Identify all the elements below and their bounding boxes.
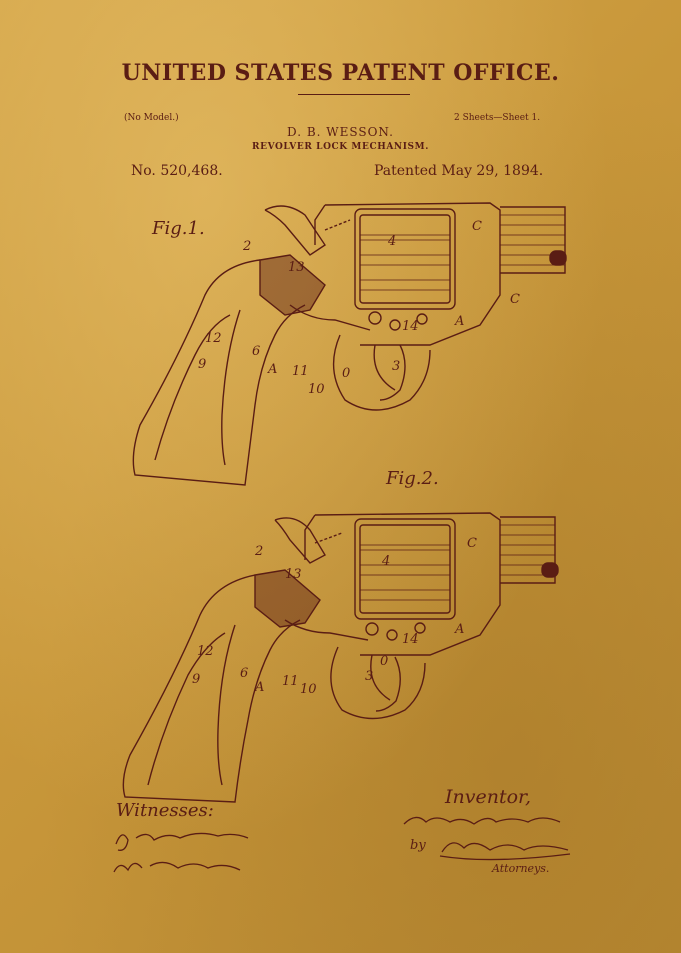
figure-1-ref-label: 3 [392, 359, 400, 374]
witness-signatures [113, 832, 249, 873]
figure-2-ref-label: C [467, 536, 477, 551]
figure-1-ref-label: 9 [198, 357, 206, 372]
figure-2-ref-label: 14 [402, 632, 419, 647]
sheet-count: 2 Sheets—Sheet 1. [454, 113, 541, 123]
figure-1-ref-label: C [472, 219, 482, 234]
figure-2-label: Fig.2. [386, 468, 439, 489]
inventor-label: Inventor, [445, 786, 532, 808]
figure-1-ref-label: 6 [252, 344, 260, 359]
figure-1-ref-label: 11 [292, 364, 309, 379]
inventor-signature [403, 816, 571, 861]
figure-2-ref-label: A [454, 622, 464, 637]
figure-1-ref-label: 12 [205, 331, 222, 346]
attorneys-label: Attorneys. [492, 862, 550, 875]
figure-2-ref-label: A [254, 680, 264, 695]
figure-2-ref-label: 9 [192, 672, 200, 687]
figure-1-ref-label: 14 [402, 319, 419, 334]
witnesses-label: Witnesses: [116, 800, 214, 821]
figure-2-ref-label: 6 [240, 666, 248, 681]
figure-1-ref-label: A [454, 314, 464, 329]
figure-1-ref-label: C [510, 292, 520, 307]
figure-1-ref-label: A [267, 362, 277, 377]
figure-2-ref-label: 11 [282, 674, 299, 689]
patent-date: Patented May 29, 1894. [374, 163, 544, 179]
title-underline [298, 94, 410, 95]
figure-2-ref-label: 12 [197, 644, 214, 659]
model-note: (No Model.) [124, 113, 179, 123]
figure-1-ref-label: 2 [242, 239, 251, 254]
figure-1-ref-label: 10 [308, 382, 325, 397]
figure-2-ref-label: 0 [380, 654, 388, 669]
figure-2-ref-label: 2 [254, 544, 263, 559]
invention-title: REVOLVER LOCK MECHANISM. [252, 142, 429, 152]
figure-1-ref-label: 13 [288, 260, 305, 275]
figure-1-ref-label: 4 [387, 234, 396, 249]
by-label: by [410, 838, 426, 853]
office-title: UNITED STATES PATENT OFFICE. [121, 60, 560, 86]
figure-2-ref-label: 4 [381, 554, 390, 569]
figure-1-label: Fig.1. [152, 218, 205, 239]
figure-2-ref-label: 13 [285, 567, 302, 582]
inventor-name: D. B. WESSON. [287, 125, 394, 139]
figure-2-ref-label: 10 [300, 682, 317, 697]
figure-2-ref-label: 3 [365, 669, 373, 684]
patent-number: No. 520,468. [131, 163, 223, 179]
figure-1-ref-label: 0 [342, 366, 350, 381]
